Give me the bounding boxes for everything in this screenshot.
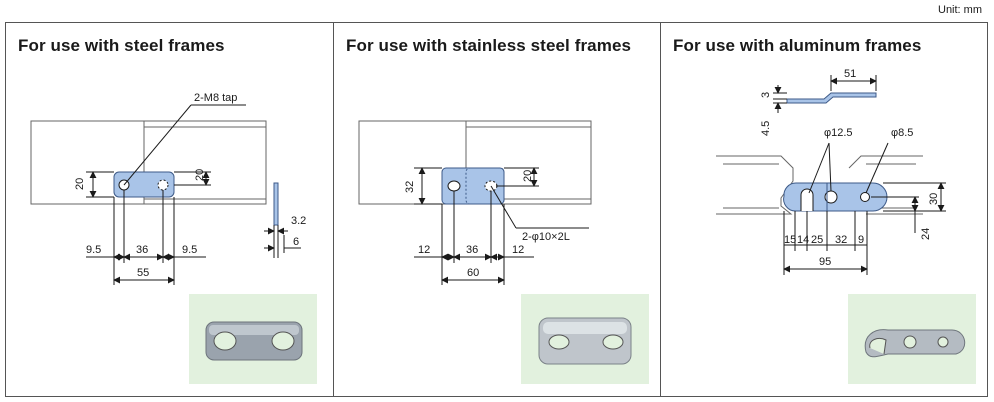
dim-32-label: 32 [835,234,847,246]
aluminum-profile [786,92,877,104]
product-table: For use with steel frames 2-M8 tap [5,22,988,397]
hook-slot [800,188,814,211]
dim-15-label: 15 [784,234,796,246]
callout-label: 2-φ10×2L [522,231,570,243]
dim-14-label: 14 [797,234,809,246]
steel-product-photo [189,294,317,384]
thickness-label: 3.2 [291,215,306,227]
panel-aluminum-frames: For use with aluminum frames 51 3 [661,23,987,396]
height-label: 32 [404,181,416,193]
panel-title: For use with stainless steel frames [346,36,632,55]
hole-offset-dimension [174,171,211,186]
callout-label: 2-M8 tap [194,92,237,104]
left-margin-label: 9.5 [86,244,101,256]
offset-label: 4.5 [760,121,772,136]
steel-drawing: 2-M8 tap 20 20 [30,92,306,285]
pitch-label: 36 [466,244,478,256]
hole-large-label: φ12.5 [824,127,853,139]
left-margin-label: 12 [418,244,430,256]
depth-label: 6 [293,236,299,248]
mount-hole-right [157,179,169,191]
right-margin-label: 12 [512,244,524,256]
dim-25-label: 25 [811,234,823,246]
right-margin-label: 9.5 [182,244,197,256]
panel-steel-frames: For use with steel frames 2-M8 tap [6,23,334,396]
height-dimension [86,171,114,198]
hole-offset-label: 20 [522,170,534,182]
panel-title: For use with aluminum frames [673,36,922,55]
stainless-drawing: 32 20 2-φ10×2L [358,120,592,285]
hole-small [860,192,870,202]
hole-offset-label: 20 [194,169,206,181]
side-profile [273,182,279,226]
height-label: 30 [928,193,940,205]
top-length-label: 51 [844,68,856,80]
overall-label: 55 [137,267,149,279]
hole-offset-label: 24 [920,228,932,240]
steel-frame-outline [30,120,267,205]
overall-label: 95 [819,256,831,268]
panel-title: For use with steel frames [18,36,225,55]
hole-small-label: φ8.5 [891,127,913,139]
thickness-label: 3 [760,92,772,98]
slot-left [447,180,461,192]
callout-leader [123,104,192,186]
stainless-product-photo [521,294,649,384]
unit-label: Unit: mm [938,4,982,16]
overall-label: 60 [467,267,479,279]
aluminum-drawing: 51 3 4.5 [716,68,946,275]
height-label: 20 [74,178,86,190]
dim-9-label: 9 [858,234,864,246]
pitch-label: 36 [136,244,148,256]
aluminum-product-photo [848,294,976,384]
panel-stainless-frames: For use with stainless steel frames [334,23,661,396]
